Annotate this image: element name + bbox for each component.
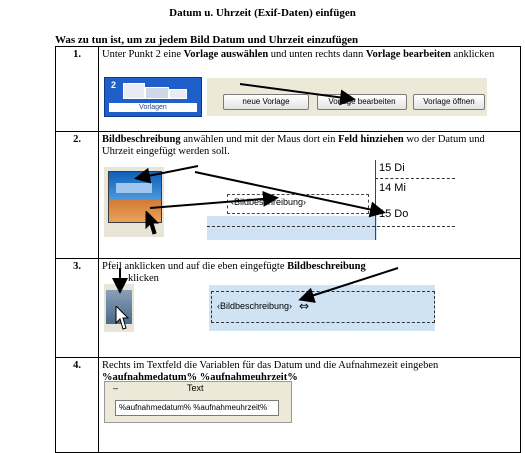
- move-cursor-icon: ⇔: [299, 299, 310, 313]
- dashed-guide: [375, 178, 455, 179]
- canvas-blue-band: [207, 216, 377, 240]
- selected-field-screenshot: ‹Bildbeschreibung› ⇔: [209, 285, 435, 331]
- canvas-screenshot: ‹Bildbeschreibung› 15 Di 14 Mi 15 Do: [207, 160, 455, 240]
- step-number: 1.: [55, 46, 99, 132]
- text-bold: Bildbeschreibung: [287, 261, 366, 272]
- text-run: Rechts im Textfeld die Variablen für das…: [102, 360, 439, 371]
- picture-icon-inner: [116, 183, 152, 193]
- template-thumbnail-icon: [145, 87, 169, 99]
- text-run: Pfeil anklicken und auf die eben eingefü…: [102, 261, 288, 272]
- calendar-day: 15 Do: [379, 208, 409, 220]
- edit-template-button[interactable]: Vorlage bearbeiten: [317, 94, 407, 110]
- step-text: Unter Punkt 2 eine Vorlage auswählen und…: [102, 49, 517, 61]
- text-run: wo der Datum und Uhrzeit eingefügt werde…: [102, 134, 485, 157]
- text-bold: %aufnahmedatum% %aufnahmeuhrzeit%: [102, 372, 298, 383]
- step-number: 4.: [55, 357, 99, 453]
- dashed-guide: [207, 226, 455, 227]
- arrow-tool-icon-screenshot: [104, 284, 134, 332]
- text-run: anwählen und mit der Maus dort ein: [180, 134, 339, 145]
- text-bold: Bildbeschreibung: [102, 134, 181, 145]
- text-run: anklicken: [450, 49, 495, 60]
- text-panel-screenshot: – Text %aufnahmedatum% %aufnahmeuhrzeit%: [104, 381, 292, 423]
- document-title: Datum u. Uhrzeit (Exif-Daten) einfügen: [169, 7, 356, 19]
- document-subtitle: Was zu tun ist, um zu jedem Bild Datum u…: [55, 34, 359, 46]
- image-tool-icon-screenshot: [104, 167, 164, 237]
- cursor-icon: [115, 306, 130, 330]
- template-thumbnail-icon: [123, 83, 145, 99]
- cursor-icon: [145, 211, 160, 235]
- text-bold: Feld hinziehen: [338, 134, 404, 145]
- text-bold: Vorlage bearbeiten: [365, 49, 451, 60]
- button-bar-screenshot: neue Vorlage Vorlage bearbeiten Vorlage …: [207, 78, 487, 116]
- field-label: ‹Bildbeschreibung›: [231, 197, 307, 207]
- text-bold: Vorlage auswählen: [183, 49, 269, 60]
- template-thumbnail-icon: [169, 89, 187, 99]
- text-field[interactable]: %aufnahmedatum% %aufnahmeuhrzeit%: [115, 400, 279, 416]
- text-run: klicken: [128, 273, 159, 284]
- step-number-badge: 2: [111, 80, 117, 90]
- vorlagen-label: Vorlagen: [109, 103, 197, 112]
- vorlagen-icon-screenshot: 2 Vorlagen: [104, 77, 202, 117]
- calendar-day: 15 Di: [379, 162, 405, 174]
- step-text: Rechts im Textfeld die Variablen für das…: [102, 360, 517, 384]
- step-number: 3.: [55, 258, 99, 358]
- text-run: und unten rechts dann: [268, 49, 366, 60]
- panel-title: Text: [187, 383, 204, 393]
- text-run: Unter Punkt 2 eine: [102, 49, 184, 60]
- step-number: 2.: [55, 131, 99, 259]
- step-text: Pfeil anklicken und auf die eben eingefü…: [102, 261, 517, 285]
- panel-collapse-icon[interactable]: –: [113, 383, 119, 393]
- step-text: Bildbeschreibung anwählen und mit der Ma…: [102, 134, 517, 158]
- new-template-button[interactable]: neue Vorlage: [223, 94, 309, 110]
- calendar-day: 14 Mi: [379, 182, 406, 194]
- open-template-button[interactable]: Vorlage öffnen: [413, 94, 485, 110]
- field-label: ‹Bildbeschreibung›: [217, 301, 293, 311]
